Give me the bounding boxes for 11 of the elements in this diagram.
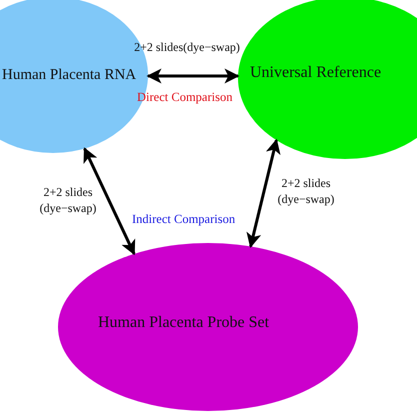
double-arrow: [83, 147, 136, 256]
comparison-note: Direct Comparison: [137, 90, 232, 105]
comparison-note: Indirect Comparison: [132, 212, 236, 227]
double-arrow: [146, 68, 240, 84]
node-label: Human Placenta Probe Set: [98, 314, 270, 332]
edge-label: 2+2 slides(dye−swap): [133, 40, 241, 56]
node-label: Universal Reference: [250, 64, 382, 82]
edge-label: 2+2 slides (dye−swap): [38, 185, 98, 216]
double-arrow: [246, 138, 280, 248]
edge-label: 2+2 slides (dye−swap): [276, 176, 336, 208]
node-label: Human Placenta RNA: [2, 67, 136, 84]
